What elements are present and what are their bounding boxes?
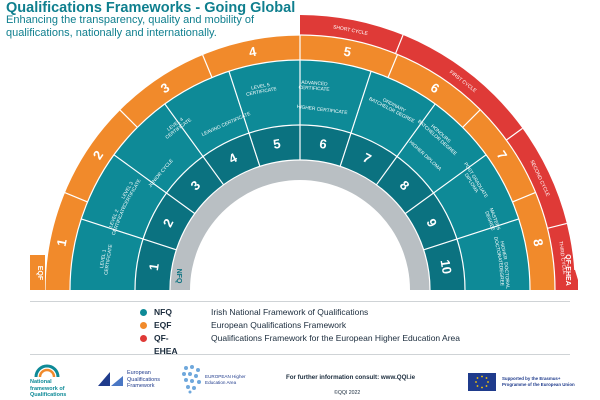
qf-ehea-band	[300, 15, 575, 290]
eqf-level-number: 4	[248, 44, 259, 60]
copyright-text: ©QQI 2022	[334, 390, 361, 396]
nfq-level-band	[135, 125, 465, 290]
divider-bottom	[30, 354, 570, 355]
eqf-separator	[387, 54, 399, 78]
nfq-separator	[81, 218, 177, 251]
eqf-logo-icon	[98, 372, 123, 386]
legend-description: European Qualifications Framework	[211, 320, 347, 330]
nfq-level-number: 6	[318, 136, 327, 152]
award-type-label: DOCTORALDEGREE	[497, 262, 510, 290]
award-type-label: ADVANCEDCERTIFICATE	[298, 79, 330, 92]
divider-top	[30, 301, 570, 302]
award-type-label: LEVEL 1CERTIFICATE	[98, 243, 114, 275]
nfq-level-number: 10	[438, 259, 455, 276]
qf-separator	[394, 34, 404, 54]
nfq-separator	[228, 71, 261, 167]
legend-description: Irish National Framework of Qualificatio…	[211, 307, 369, 317]
consult-text: For further information consult: www.QQI…	[286, 374, 416, 381]
logo-eqf-text: European Qualifications Framework	[127, 370, 161, 389]
nfq-separator	[339, 71, 372, 167]
ring-outline	[69, 59, 531, 291]
eqf-level-number: 1	[54, 238, 70, 248]
eqf-tag: EQF	[36, 266, 43, 281]
ring-outline	[134, 124, 466, 291]
eqf-level-number: 8	[530, 238, 546, 248]
ring-outline	[169, 159, 431, 291]
legend-description: Qualifications Framework for the Europea…	[211, 333, 460, 343]
nfq-separator	[423, 218, 519, 251]
logo-ehea-text: EUROPEAN Higher Education Area	[205, 374, 246, 385]
eqf-separator	[64, 191, 88, 203]
page-subtitle: Enhancing the transparency, quality and …	[6, 14, 255, 39]
legend-dot-eqf	[140, 322, 147, 329]
eu-support-text: Supported by the Erasmus+ Programme of t…	[502, 376, 575, 387]
nfq-award-band	[70, 60, 530, 290]
eqf-tab	[30, 255, 45, 290]
qf-ehea-tab	[555, 270, 578, 290]
qf-ehea-tag: QF-EHEA	[564, 254, 571, 286]
nfq-tag: NFQ	[175, 269, 182, 284]
nfq-level-number: 1	[146, 262, 162, 271]
eqf-separator	[462, 109, 481, 128]
award-type-label: LEVEL 5CERTIFICATE	[245, 81, 278, 98]
nfq-separator	[404, 154, 487, 215]
nfq-logo-icon	[34, 364, 60, 378]
page-title: Qualifications Frameworks - Going Global	[6, 0, 296, 16]
legend-dot-nfq	[140, 309, 147, 316]
footer: National framework of Qualifications Eur…	[0, 360, 600, 400]
eqf-separator	[201, 54, 213, 78]
award-type-label: HIGHERDOCTORATE	[492, 235, 509, 266]
inner-grey-arc	[170, 160, 430, 290]
ehea-logo-icon	[182, 365, 201, 394]
nfq-separator	[164, 103, 225, 186]
qf-separator	[505, 127, 523, 141]
nfq-separator	[375, 103, 436, 186]
nfq-level-number: 5	[272, 136, 281, 152]
ring-outline	[44, 34, 556, 291]
legend-code: EQF	[154, 320, 172, 330]
qf-cycle-label: THIRD CYCLE	[557, 241, 567, 275]
eqf-separator	[119, 109, 138, 128]
legend-dot-qfehea	[140, 335, 147, 342]
nfq-separator	[113, 154, 196, 215]
eqf-level-number: 5	[342, 44, 352, 60]
eqf-separator	[512, 191, 536, 203]
qf-separator	[547, 222, 567, 229]
logo-nfq-text: National framework of Qualifications	[30, 379, 67, 398]
legend-code: NFQ	[154, 307, 172, 317]
legend-code: QF-EHEA	[154, 333, 178, 356]
eu-flag-icon	[468, 373, 496, 391]
